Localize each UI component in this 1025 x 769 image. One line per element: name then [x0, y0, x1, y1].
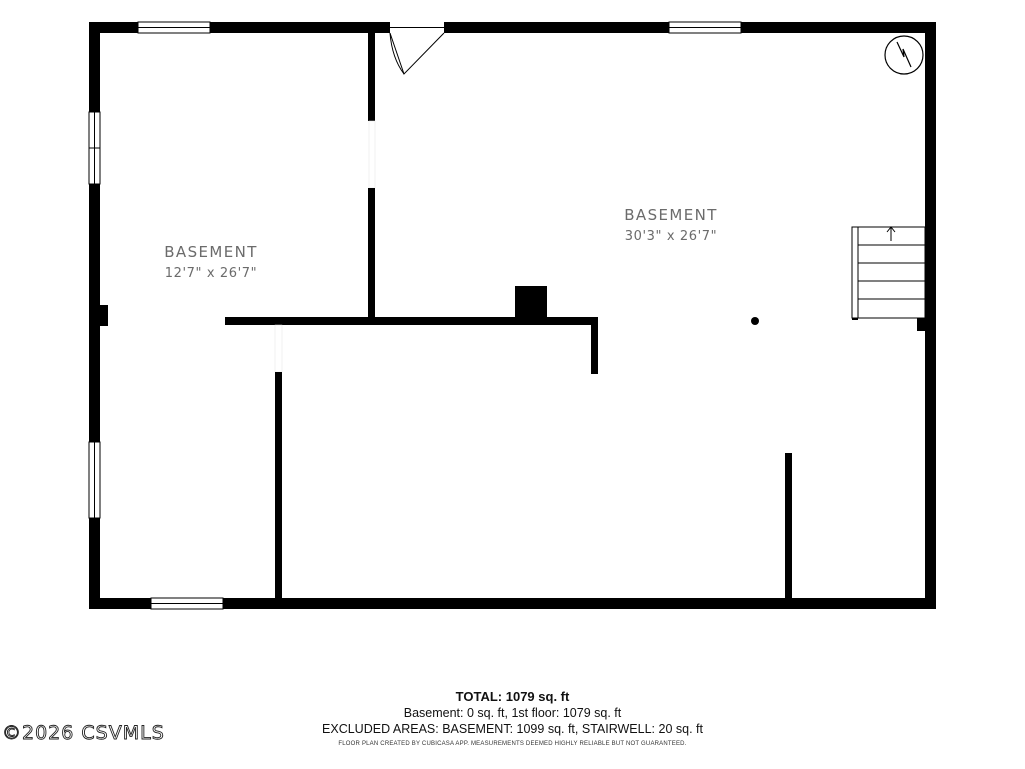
wall-bottom: [89, 598, 936, 609]
wall-notch-left: [100, 305, 108, 326]
room-name-right: BASEMENT: [624, 206, 718, 224]
wall-right: [925, 22, 936, 609]
wall-horizontal: [225, 317, 598, 325]
chimney: [515, 286, 547, 317]
disclaimer: FLOOR PLAN CREATED BY CUBICASA APP. MEAS…: [338, 741, 687, 747]
interior-walls: [100, 33, 925, 598]
room-dimensions-right: 30'3" x 26'7": [625, 229, 718, 244]
wall-stub-bottom: [785, 453, 792, 598]
stair-arrow-icon: [886, 226, 896, 241]
window-top-right: [668, 21, 742, 34]
wall-notch-right: [917, 317, 925, 331]
wall-room-a: [275, 372, 282, 598]
opening-room-a: [274, 324, 283, 373]
wall-top: [89, 22, 936, 33]
excluded-areas: EXCLUDED AREAS: BASEMENT: 1099 sq. ft, S…: [322, 722, 703, 736]
window-left-upper: [88, 111, 101, 185]
water-heater-icon: [884, 35, 924, 75]
wall-divider-lower: [368, 188, 375, 323]
area-breakdown: Basement: 0 sq. ft, 1st floor: 1079 sq. …: [403, 706, 622, 720]
entry-door: [389, 22, 445, 75]
room-dimensions-left: 12'7" x 26'7": [165, 266, 258, 281]
total-area: TOTAL: 1079 sq. ft: [455, 689, 570, 704]
window-top-left: [137, 21, 211, 34]
area-summary: TOTAL: 1079 sq. ft Basement: 0 sq. ft, 1…: [0, 688, 1025, 747]
window-bottom: [150, 597, 224, 610]
windows: [88, 21, 742, 610]
room-name-left: BASEMENT: [164, 243, 258, 261]
exterior-walls: [89, 22, 936, 609]
opening-divider: [368, 120, 376, 189]
floor-drain: [751, 317, 759, 325]
floor-plan: BASEMENT 12'7" x 26'7" BASEMENT 30'3" x …: [88, 21, 936, 610]
wall-stub-right: [591, 317, 598, 374]
staircase: [851, 226, 926, 319]
wall-left: [89, 22, 100, 609]
door-swing-icon: [389, 32, 445, 75]
copyright-watermark: ©2026 CSVMLS: [2, 722, 165, 745]
wall-divider-upper: [368, 33, 375, 121]
window-left-lower: [88, 441, 101, 519]
